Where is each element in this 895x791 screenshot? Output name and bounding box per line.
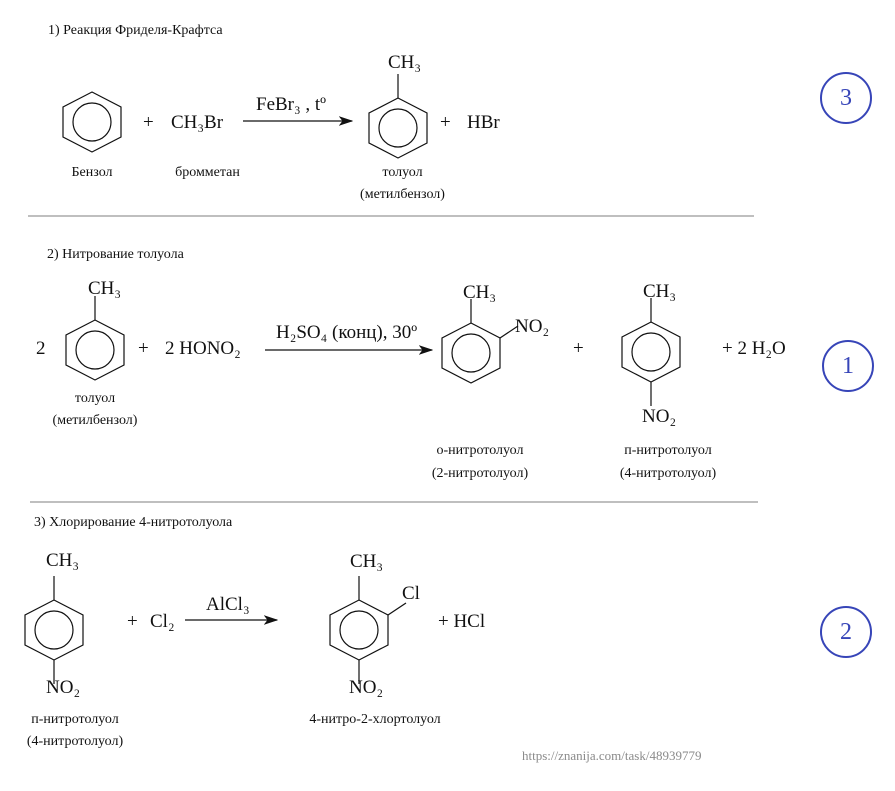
ch3-group: CH₃ (46, 550, 80, 571)
label-4-nitrotoluene: (4-нитротолуол) (619, 466, 717, 481)
reagent-cl2: Cl₂ (150, 611, 175, 632)
aromatic-circle (451, 333, 491, 373)
condition-1: FeBr₃ , tº (256, 94, 327, 115)
order-badge-1: 3 (820, 72, 872, 124)
benzene-ring (24, 599, 84, 661)
aromatic-circle (378, 108, 418, 148)
reaction3-title: 3) Хлорирование 4-нитротолуола (34, 515, 233, 530)
reaction1-title: 1) Реакция Фриделя-Крафтса (48, 23, 223, 38)
aromatic-circle (631, 332, 671, 372)
byproduct-hbr: HBr (467, 112, 500, 133)
benzene-ring (329, 599, 389, 661)
label-bromomethane: бромметан (175, 165, 240, 180)
label-p-nitrotoluene: п-нитротолуол (624, 443, 712, 458)
byproduct-water: + 2 H₂O (722, 338, 786, 359)
watermark-url: https://znanija.com/task/48939779 (522, 748, 702, 763)
plus: + (573, 338, 584, 359)
plus: + (440, 112, 451, 133)
label-toluene: толуол (382, 165, 423, 180)
plus: + (138, 338, 149, 359)
aromatic-circle (339, 610, 379, 650)
label-toluene: толуол (74, 391, 116, 406)
ch3-group: CH₃ (388, 52, 422, 73)
reagent-ch3br: CH₃Br (171, 112, 224, 133)
coefficient: 2 (36, 338, 46, 359)
no2-group: NO₂ (46, 677, 81, 698)
label-p-nitrotoluene: п-нитротолуол (31, 712, 119, 727)
benzene-ring (621, 321, 681, 383)
aromatic-circle (34, 610, 74, 650)
ch3-group: CH₃ (350, 551, 384, 572)
ch3-group: CH₃ (88, 278, 122, 299)
ch3-group: CH₃ (643, 281, 677, 302)
ch3-group: CH₃ (463, 282, 497, 303)
bond (387, 602, 407, 616)
benzene-ring (65, 319, 125, 381)
plus: + (127, 611, 138, 632)
condition-3: AlCl₃ (206, 594, 250, 615)
plus: + (143, 112, 154, 133)
reaction2-title: 2) Нитрование толуола (47, 247, 184, 262)
cl-group: Cl (402, 583, 420, 604)
benzene-ring (62, 91, 122, 153)
bond (499, 325, 519, 339)
label-4-nitro-2-chlorotoluene: 4-нитро-2-хлортолуол (309, 712, 441, 727)
benzene-ring (441, 322, 501, 384)
no2-group: NO₂ (349, 677, 384, 698)
label-methylbenzene: (метилбензол) (52, 413, 138, 428)
label-4-nitrotoluene: (4-нитротолуол) (26, 734, 124, 749)
no2-group: NO₂ (515, 316, 550, 337)
label-2-nitrotoluene: (2-нитротолуол) (431, 466, 529, 481)
no2-group: NO₂ (642, 406, 677, 427)
benzene-ring (368, 97, 428, 159)
label-benzene: Бензол (71, 165, 113, 180)
byproduct-hcl: + HCl (438, 611, 486, 632)
aromatic-circle (72, 102, 112, 142)
reagent-hono2: 2 HONO₂ (165, 338, 241, 359)
label-methylbenzene: (метилбензол) (360, 187, 445, 202)
order-badge-3: 2 (820, 606, 872, 658)
condition-2: H₂SO₄ (конц), 30º (276, 322, 418, 343)
order-badge-2: 1 (822, 340, 874, 392)
aromatic-circle (75, 330, 115, 370)
label-o-nitrotoluene: о-нитротолуол (436, 443, 524, 458)
